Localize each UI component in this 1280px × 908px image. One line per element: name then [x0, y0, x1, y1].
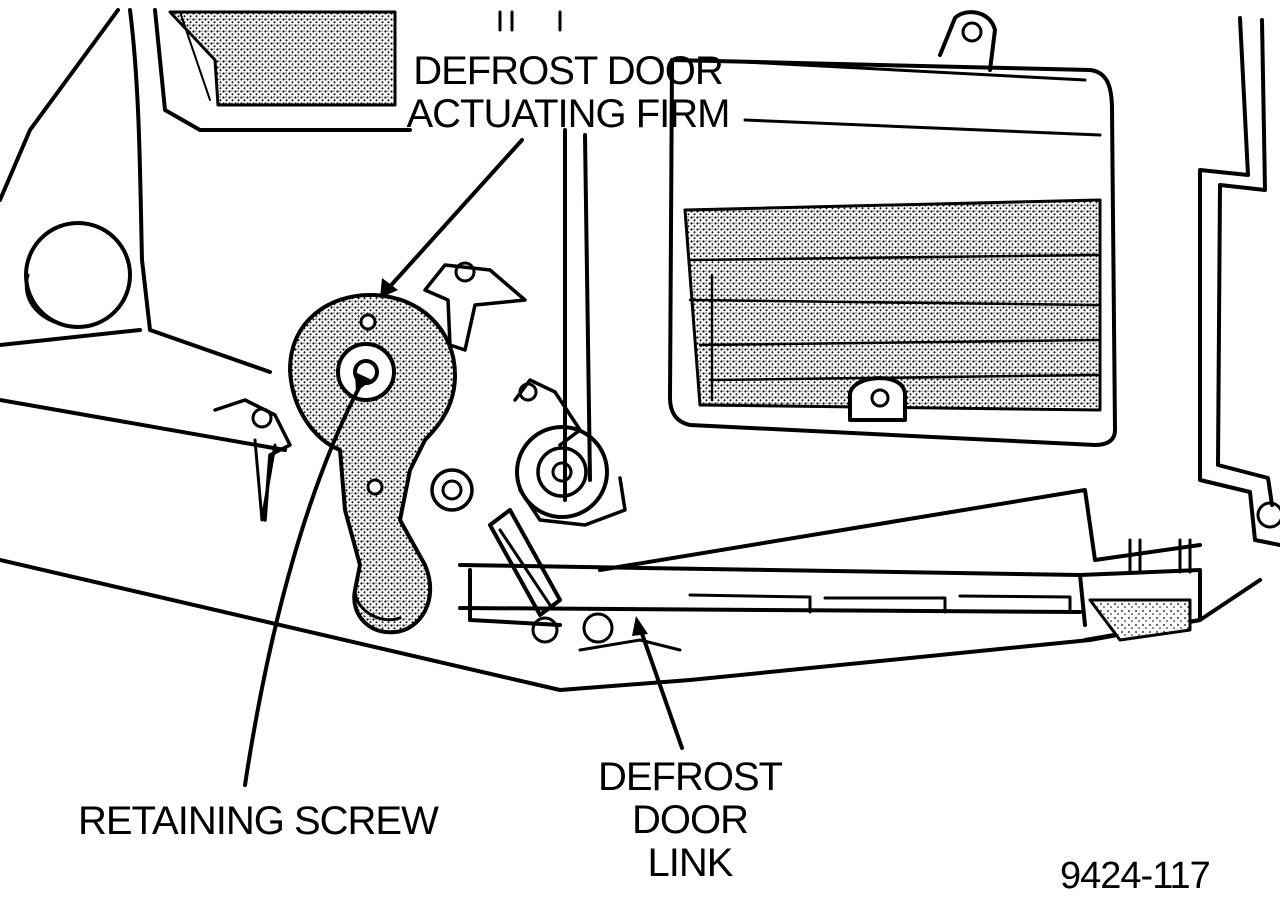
label-defrost-door-actuating-arm: DEFROST DOOR ACTUATING FIRM [406, 49, 730, 137]
figure-number: 9424-117 [1060, 855, 1211, 897]
arrowheads [355, 278, 648, 636]
leader-actuating-arm [383, 138, 524, 294]
lower-housing [0, 488, 1262, 692]
leader-retaining-screw [243, 380, 364, 787]
heater-core-opening [668, 10, 1117, 447]
center-channel [563, 128, 592, 502]
defrost-door-link [468, 508, 682, 652]
label-retaining-screw: RETAINING SCREW [78, 799, 439, 843]
door-crank-assembly [430, 378, 627, 527]
leader-lines [243, 138, 684, 787]
left-pivot-bracket [213, 398, 292, 522]
housing-upper-left [0, 8, 412, 452]
label-defrost-door-link: DEFROST DOOR LINK [597, 755, 783, 886]
leader-door-link [638, 626, 684, 750]
defrost-door-actuating-arm [288, 293, 457, 635]
housing-right-edge [1198, 16, 1280, 547]
side-vent-ring [24, 221, 132, 329]
upper-duct-opening [168, 10, 562, 107]
upper-pivot-bracket [423, 261, 527, 352]
